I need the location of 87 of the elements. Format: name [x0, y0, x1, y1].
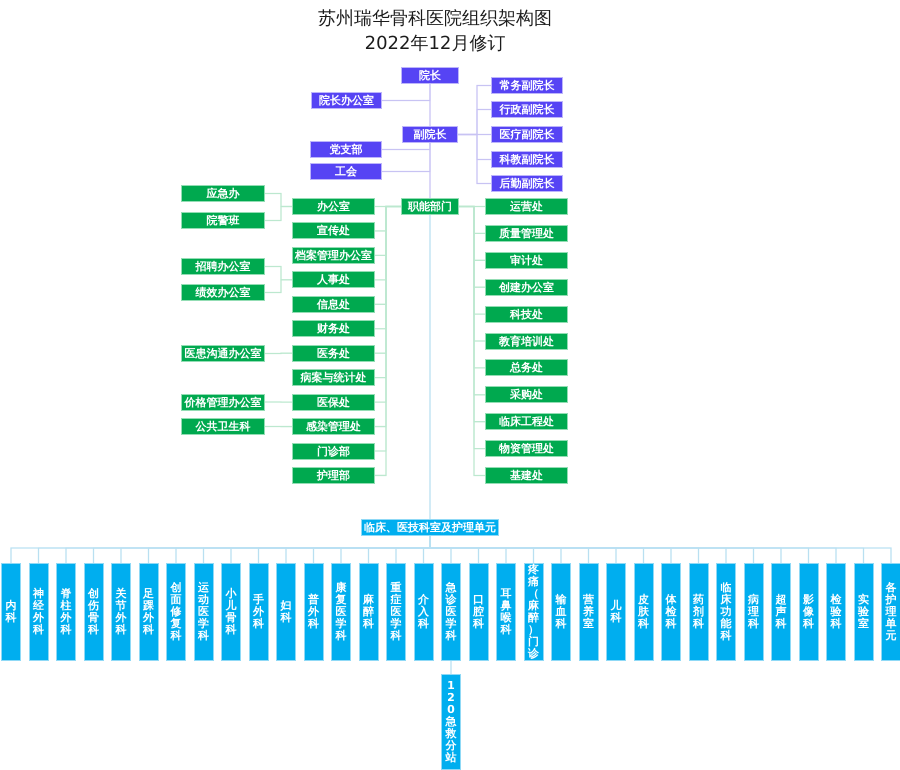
- leadership-box: 常务副院长: [491, 77, 563, 94]
- department-box: 公共卫生科: [181, 418, 265, 435]
- clinical-unit-box: 神经外科: [28, 563, 48, 661]
- clinical-unit-box: 创伤骨科: [84, 563, 104, 661]
- clinical-unit-box: 运动医学科: [194, 563, 214, 661]
- department-box: 科技处: [485, 306, 568, 323]
- clinical-unit-box: 普外科: [304, 563, 324, 661]
- department-box: 人事处: [292, 271, 375, 288]
- department-box: 物资管理处: [485, 440, 568, 458]
- department-box: 总务处: [485, 359, 568, 376]
- department-box: 运营处: [485, 198, 568, 215]
- department-box: 审计处: [485, 252, 568, 269]
- department-box: 职能部门: [401, 198, 459, 215]
- clinical-unit-box: 120急救分站: [441, 674, 461, 770]
- chart-title: 苏州瑞华骨科医院组织架构图: [318, 7, 552, 31]
- leadership-box: 科教副院长: [491, 151, 563, 168]
- clinical-unit-box: 体检科: [661, 563, 681, 661]
- department-box: 创建办公室: [485, 278, 568, 296]
- clinical-unit-box: 妇科: [276, 563, 296, 661]
- department-box: 价格管理办公室: [181, 394, 265, 410]
- clinical-unit-box: 小儿骨科: [221, 563, 241, 661]
- clinical-unit-box: 脊柱外科: [56, 563, 76, 661]
- connector-line: [265, 401, 292, 403]
- clinical-unit-box: 康复医学科: [331, 563, 351, 661]
- connector-line: [265, 426, 292, 428]
- clinical-unit-box: 实验室: [854, 563, 874, 661]
- leadership-box: 党支部: [310, 141, 382, 158]
- department-box: 档案管理办公室: [292, 246, 375, 264]
- department-box: 医保处: [292, 394, 375, 411]
- connector-line: [429, 143, 431, 198]
- leadership-box: 副院长: [402, 126, 458, 143]
- department-box: 教育培训处: [485, 332, 568, 350]
- clinical-unit-box: 耳鼻喉科: [496, 563, 516, 661]
- clinical-unit-box: 足踝外科: [138, 563, 158, 661]
- connector-line: [429, 215, 431, 519]
- clinical-unit-box: 疼痛（麻醉）门诊: [524, 563, 544, 661]
- connector-line: [265, 279, 292, 294]
- clinical-unit-box: 关节外科: [111, 563, 131, 661]
- clinical-unit-box: 各护理单元: [881, 563, 900, 661]
- clinical-unit-box: 检验科: [826, 563, 846, 661]
- connector-line: [265, 352, 292, 354]
- department-box: 基建处: [485, 467, 568, 484]
- department-box: 质量管理处: [485, 224, 568, 242]
- clinical-unit-box: 药剂科: [688, 563, 708, 661]
- connector-line: [429, 84, 431, 126]
- clinical-unit-box: 介入科: [414, 563, 434, 661]
- clinical-unit-box: 临床、医技科室及护理单元: [361, 519, 499, 536]
- clinical-unit-box: 内科: [1, 563, 21, 661]
- leadership-box: 行政副院长: [491, 101, 563, 118]
- department-box: 门诊部: [292, 442, 375, 460]
- leadership-box: 院长: [401, 67, 459, 84]
- clinical-unit-box: 手外科: [248, 563, 268, 661]
- revision-date: 2022年12月修订: [364, 32, 506, 56]
- clinical-unit-box: 营养室: [578, 563, 598, 661]
- department-box: 宣传处: [292, 222, 375, 240]
- clinical-unit-box: 病理科: [744, 563, 764, 661]
- department-box: 应急办: [181, 185, 265, 202]
- department-box: 医患沟通办公室: [181, 345, 265, 362]
- department-box: 招聘办公室: [181, 258, 265, 275]
- department-box: 病案与统计处: [292, 369, 375, 386]
- leadership-box: 院长办公室: [311, 92, 382, 109]
- clinical-unit-box: 皮肤科: [634, 563, 654, 661]
- department-box: 护理部: [292, 466, 375, 484]
- clinical-unit-box: 输血科: [551, 563, 571, 661]
- department-box: 信息处: [292, 296, 375, 313]
- clinical-unit-box: 口腔科: [468, 563, 488, 661]
- department-box: 感染管理处: [292, 418, 375, 436]
- leadership-box: 工会: [310, 163, 382, 180]
- clinical-unit-box: 重症医学科: [386, 563, 406, 661]
- connector-line: [265, 206, 292, 222]
- department-box: 财务处: [292, 320, 375, 338]
- department-box: 办公室: [292, 198, 375, 215]
- clinical-unit-box: 影像科: [798, 563, 818, 661]
- clinical-unit-box: 急诊医学科: [441, 563, 461, 661]
- clinical-unit-box: 超声科: [771, 563, 791, 661]
- clinical-unit-box: 儿科: [606, 563, 626, 661]
- clinical-unit-box: 麻醉科: [358, 563, 378, 661]
- department-box: 绩效办公室: [181, 284, 265, 301]
- leadership-box: 后勤副院长: [491, 175, 563, 192]
- clinical-unit-box: 创面修复科: [166, 563, 186, 661]
- department-box: 医务处: [292, 344, 375, 362]
- department-box: 院警班: [181, 212, 265, 229]
- clinical-unit-box: 临床功能科: [716, 563, 736, 661]
- department-box: 临床工程处: [485, 413, 568, 430]
- leadership-box: 医疗副院长: [491, 126, 563, 143]
- connector-line: [450, 661, 452, 674]
- department-box: 采购处: [485, 386, 568, 404]
